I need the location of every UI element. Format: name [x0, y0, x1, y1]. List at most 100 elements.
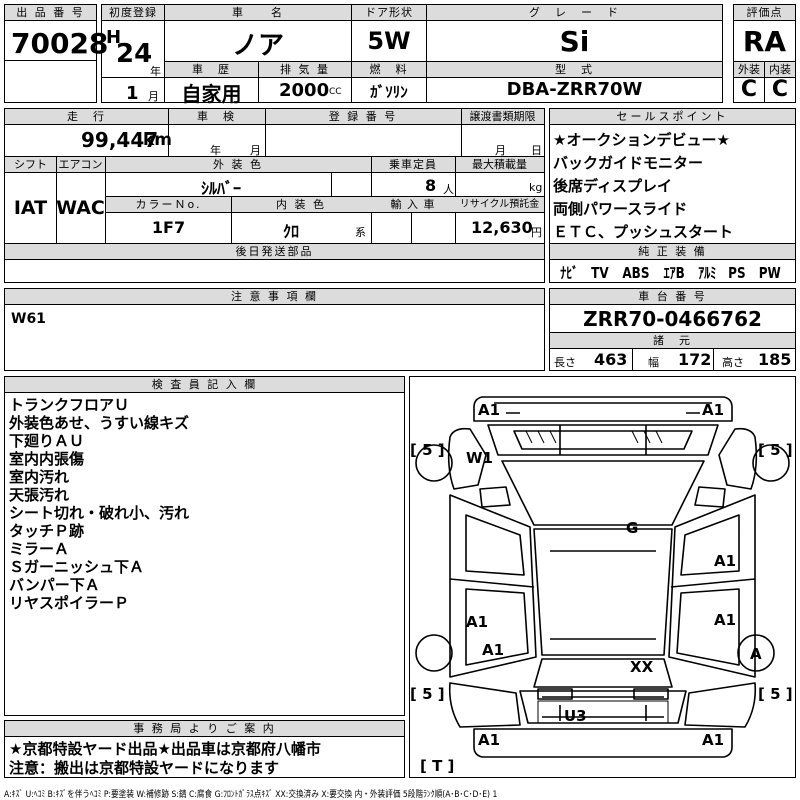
shift-label: シフト	[5, 157, 56, 172]
lot-number-box: 出 品 番 号 70028	[4, 4, 108, 61]
recycle-unit: 円	[531, 226, 542, 239]
capacity-label: 乗車定員	[371, 157, 455, 172]
history: 自家用	[181, 82, 242, 106]
month-unit: 月	[148, 90, 159, 103]
chassis-number: ZRR70-0466762	[583, 307, 762, 331]
color-number: 1F7	[151, 218, 186, 237]
equipment-item: PW	[759, 264, 782, 282]
ac: WAC	[56, 197, 105, 219]
inspector-line: 天張汚れ	[9, 486, 70, 504]
interior-color-label: 内 装 色	[231, 197, 371, 212]
damage-diagram: A1 A1 [ 5 ] [ 5 ] W1 G A1 A1 A1 A1 A XX …	[409, 376, 796, 778]
mileage-unit: km	[143, 130, 173, 150]
transfer-month-unit: 月	[495, 144, 506, 157]
inspection-label: 車 検	[168, 109, 265, 124]
damage-rear-left: A1	[478, 731, 501, 749]
sales-point-item: ★オークションデビュー★	[553, 131, 730, 149]
shift: IAT	[13, 197, 48, 219]
inspector-line: 外装色あせ、うすい線キズ	[9, 414, 190, 432]
score-box: 評価点 RA	[733, 4, 796, 62]
sales-points-label: セールスポイント	[550, 109, 795, 125]
vehicle-info-block: 走 行 車 検 登 録 番 号 譲渡書類期限 99,447 km 年 月 月 日…	[4, 108, 545, 283]
equipment-item: TV	[590, 264, 609, 282]
exterior-grade-box: 外装 C	[733, 61, 765, 103]
inspection-year-unit: 年	[210, 144, 221, 157]
capacity: 8	[425, 176, 437, 195]
inspector-line: Ｓガーニッシュ下Ａ	[9, 558, 145, 576]
exterior-color: ｼﾙﾊﾞｰ	[200, 179, 241, 198]
inspection-month-unit: 月	[250, 144, 261, 157]
era: H	[106, 27, 122, 48]
damage-w1: W1	[466, 449, 493, 467]
width-label: 幅	[648, 356, 659, 369]
color-label: 外 装 色	[105, 157, 371, 172]
model: DBA-ZRR70W	[506, 79, 643, 100]
width: 172	[678, 350, 712, 369]
inspector-line: 室内汚れ	[9, 468, 70, 486]
door-label: ドア形状	[352, 5, 426, 21]
car-name: ノア	[231, 31, 284, 61]
damage-front-right: A1	[702, 401, 725, 419]
ac-label: エアコン	[56, 157, 105, 172]
height: 185	[758, 350, 792, 369]
inspector-line: 下廻りＡＵ	[9, 432, 85, 450]
capacity-unit: 人	[443, 183, 454, 196]
spare-tire: [ T ]	[420, 757, 455, 775]
fuel-label: 燃 料	[352, 62, 426, 78]
tire-front-left: [ 5 ]	[410, 441, 445, 459]
damage-left-lower: A1	[466, 613, 489, 631]
length-label: 長さ	[554, 356, 576, 369]
inspector-line: トランクフロアＵ	[9, 396, 130, 414]
inspector-line: バンパー下Ａ	[9, 576, 100, 594]
damage-front-left: A1	[478, 401, 501, 419]
recycle-fee: 12,630	[471, 218, 533, 237]
displacement: 2000	[279, 80, 330, 101]
equipment-item: ｱﾙﾐ	[697, 264, 716, 282]
max-load-label: 最大積載量	[455, 157, 544, 172]
reg-number-label: 登 録 番 号	[265, 109, 461, 124]
office-box: 事 務 局 よ り ご 案 内 ★京都特設ヤード出品★出品車は京都府八幡市 注意…	[4, 720, 405, 778]
fuel: ｶﾞｿﾘﾝ	[370, 83, 408, 101]
car-name-label: 車 名	[165, 5, 351, 21]
notes-label: 注 意 事 項 欄	[5, 289, 544, 305]
inspector-label: 検 査 員 記 入 欄	[5, 377, 404, 393]
legend: A:ｷｽﾞ U:ﾍｺﾐ B:ｷｽﾞを伴うﾍｺﾐ P:要塗装 W:補修跡 S:錆 …	[4, 782, 796, 798]
chassis-label: 車 台 番 号	[550, 289, 795, 305]
inspector-line: リヤスポイラーＰ	[9, 594, 130, 612]
model-label: 型 式	[427, 62, 722, 78]
max-load-unit: kg	[529, 181, 543, 194]
displacement-box: 排 気 量 2000 CC	[258, 61, 352, 103]
tire-front-right: [ 5 ]	[758, 441, 793, 459]
equipment-label: 純 正 装 備	[550, 244, 795, 260]
interior-grade-box: 内装 C	[764, 61, 796, 103]
equipment-item: ｴｱB	[663, 264, 685, 282]
chassis-box: 車 台 番 号 ZRR70-0466762 諸 元 長さ 463 幅 172 高…	[549, 288, 796, 371]
equipment-list: ﾅﾋﾞ TV ABS ｴｱB ｱﾙﾐ PS PW	[558, 262, 784, 283]
exterior-label: 外装	[734, 62, 764, 78]
displacement-unit: CC	[329, 87, 342, 97]
legend-text: A:ｷｽﾞ U:ﾍｺﾐ B:ｷｽﾞを伴うﾍｺﾐ P:要塗装 W:補修跡 S:錆 …	[4, 790, 498, 798]
mileage-label: 走 行	[5, 109, 168, 124]
grade-label: グ レ ー ド	[427, 5, 722, 21]
history-box: 車 歴 自家用	[164, 61, 259, 106]
history-label: 車 歴	[165, 62, 258, 78]
inspector-line: シート切れ・破れ小、汚れ	[9, 504, 190, 522]
sales-point-item: ＥＴＣ、プッシュスタート	[553, 223, 734, 241]
score: RA	[742, 25, 787, 58]
office-line: 注意：搬出は京都特設ヤードになります	[9, 759, 280, 777]
later-parts-label: 後日発送部品	[5, 244, 544, 259]
first-registration-label: 初度登録	[102, 5, 164, 21]
equipment-item: ABS	[622, 264, 650, 282]
damage-wheel: A	[750, 645, 762, 663]
displacement-label: 排 気 量	[259, 62, 351, 78]
length: 463	[594, 350, 628, 369]
tire-rear-left: [ 5 ]	[410, 685, 445, 703]
recycle-label: リサイクル預託金	[455, 197, 544, 212]
damage-left-rear: A1	[482, 641, 505, 659]
car-name-box: 車 名 ノア	[164, 4, 352, 62]
office-label: 事 務 局 よ り ご 案 内	[5, 721, 404, 737]
car-outline-diagram	[415, 396, 790, 758]
inspector-box: 検 査 員 記 入 欄 トランクフロアＵ 外装色あせ、うすい線キズ 下廻りＡＵ …	[4, 376, 405, 716]
first-registration-box: 初度登録 H 24 年 1 月	[101, 4, 165, 104]
tire-rear-right: [ 5 ]	[758, 685, 793, 703]
